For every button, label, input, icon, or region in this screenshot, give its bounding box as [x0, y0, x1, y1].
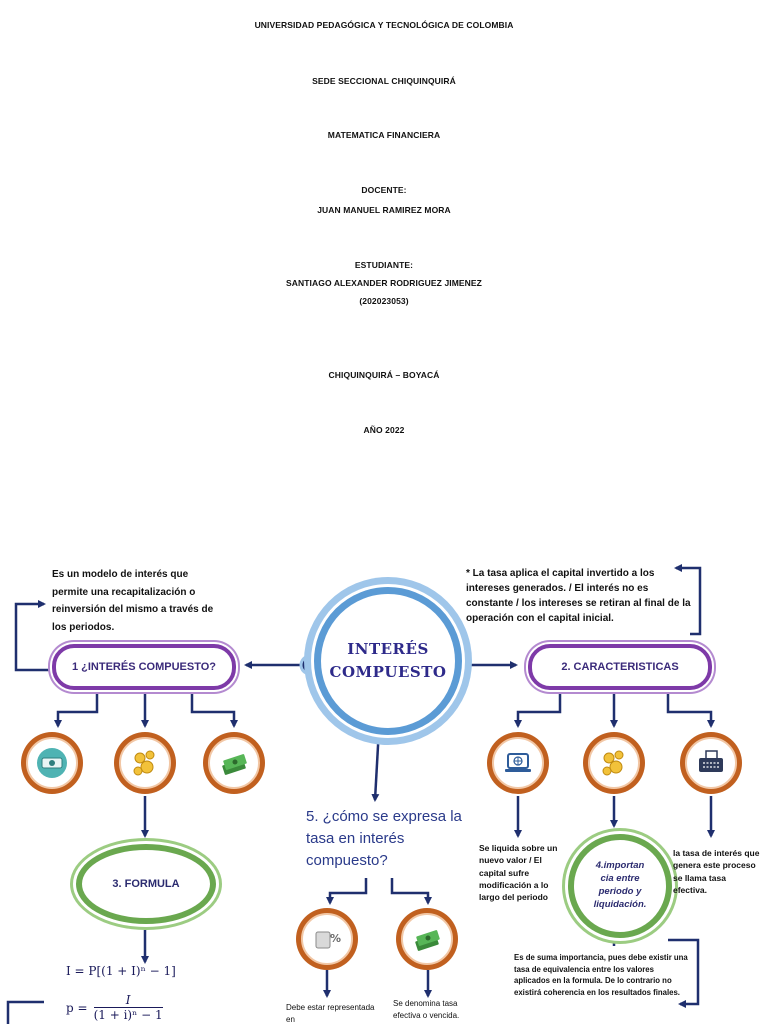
formula2-left: p =	[66, 1000, 88, 1015]
seat-name: SEDE SECCIONAL CHIQUINQUIRÁ	[312, 76, 456, 86]
university-name: UNIVERSIDAD PEDAGÓGICA Y TECNOLÓGICA DE …	[254, 20, 514, 30]
formula-interest: I = P[(1 + I)ⁿ − 1]	[66, 964, 176, 978]
node2-label: 2. CARACTERISTICAS	[561, 661, 679, 673]
node4-line1: 4.importan	[595, 860, 645, 872]
node-formula: 3. FORMULA	[76, 844, 216, 924]
formula2-denominator: (1 + i)ⁿ − 1	[93, 1006, 163, 1022]
tasa-efectiva-text: la tasa de interés que genera este proce…	[673, 848, 760, 895]
debe-estar-text: Debe estar representada en	[286, 1003, 375, 1024]
node1-label: 1 ¿INTERÉS COMPUESTO?	[71, 661, 217, 673]
teacher-name: JUAN MANUEL RAMIREZ MORA	[317, 205, 451, 215]
student-label: ESTUDIANTE:	[354, 260, 414, 270]
center-topic: INTERÉS COMPUESTO	[314, 587, 462, 735]
student-code: (202023053)	[359, 296, 409, 306]
course-name: MATEMATICA FINANCIERA	[327, 130, 441, 140]
typewriter-icon	[680, 732, 742, 794]
node4-line3: periodo y	[598, 886, 642, 897]
svg-text:%: %	[330, 932, 341, 945]
node3-label: 3. FORMULA	[112, 878, 180, 890]
question-5: 5. ¿cómo se expresa la tasa en interés c…	[306, 808, 462, 869]
laptop-globe-icon	[487, 732, 549, 794]
characteristics-text: * La tasa aplica el capital invertido a …	[466, 568, 691, 624]
formula-principal: p = I (1 + i)ⁿ − 1	[66, 994, 163, 1021]
node-importancia: 4.importan cia entre periodo y liquidaci…	[568, 834, 672, 938]
year: AÑO 2022	[363, 425, 405, 435]
formula2-fraction: I (1 + i)ⁿ − 1	[93, 993, 163, 1022]
cash-stack-icon	[203, 732, 265, 794]
definition-text: Es un modelo de interés que permite una …	[52, 569, 214, 633]
location: CHIQUINQUIRÁ – BOYACÁ	[328, 370, 440, 380]
coins-icon	[114, 732, 176, 794]
cash-stack-icon	[396, 908, 458, 970]
coins-icon	[583, 732, 645, 794]
importancia-text: Es de suma importancia, pues debe existi…	[514, 953, 688, 998]
money-percent-icon: %	[296, 908, 358, 970]
center-title-line1: INTERÉS	[347, 639, 429, 658]
node4-line4: liquidación.	[593, 898, 647, 910]
student-name: SANTIAGO ALEXANDER RODRIGUEZ JIMENEZ	[286, 278, 482, 288]
denomina-text: Se denomina tasa efectiva o vencida.	[393, 999, 460, 1020]
money-hand-icon	[21, 732, 83, 794]
formula2-numerator: I	[125, 993, 131, 1007]
node4-line2: cia entre	[600, 873, 640, 885]
teacher-label: DOCENTE:	[361, 185, 407, 195]
node-caracteristicas: 2. CARACTERISTICAS	[528, 644, 712, 690]
center-title-line2: COMPUESTO	[329, 663, 447, 681]
node-interes-compuesto: 1 ¿INTERÉS COMPUESTO?	[52, 644, 236, 690]
liquida-text: Se liquida sobre un nuevo valor / El cap…	[479, 843, 558, 903]
